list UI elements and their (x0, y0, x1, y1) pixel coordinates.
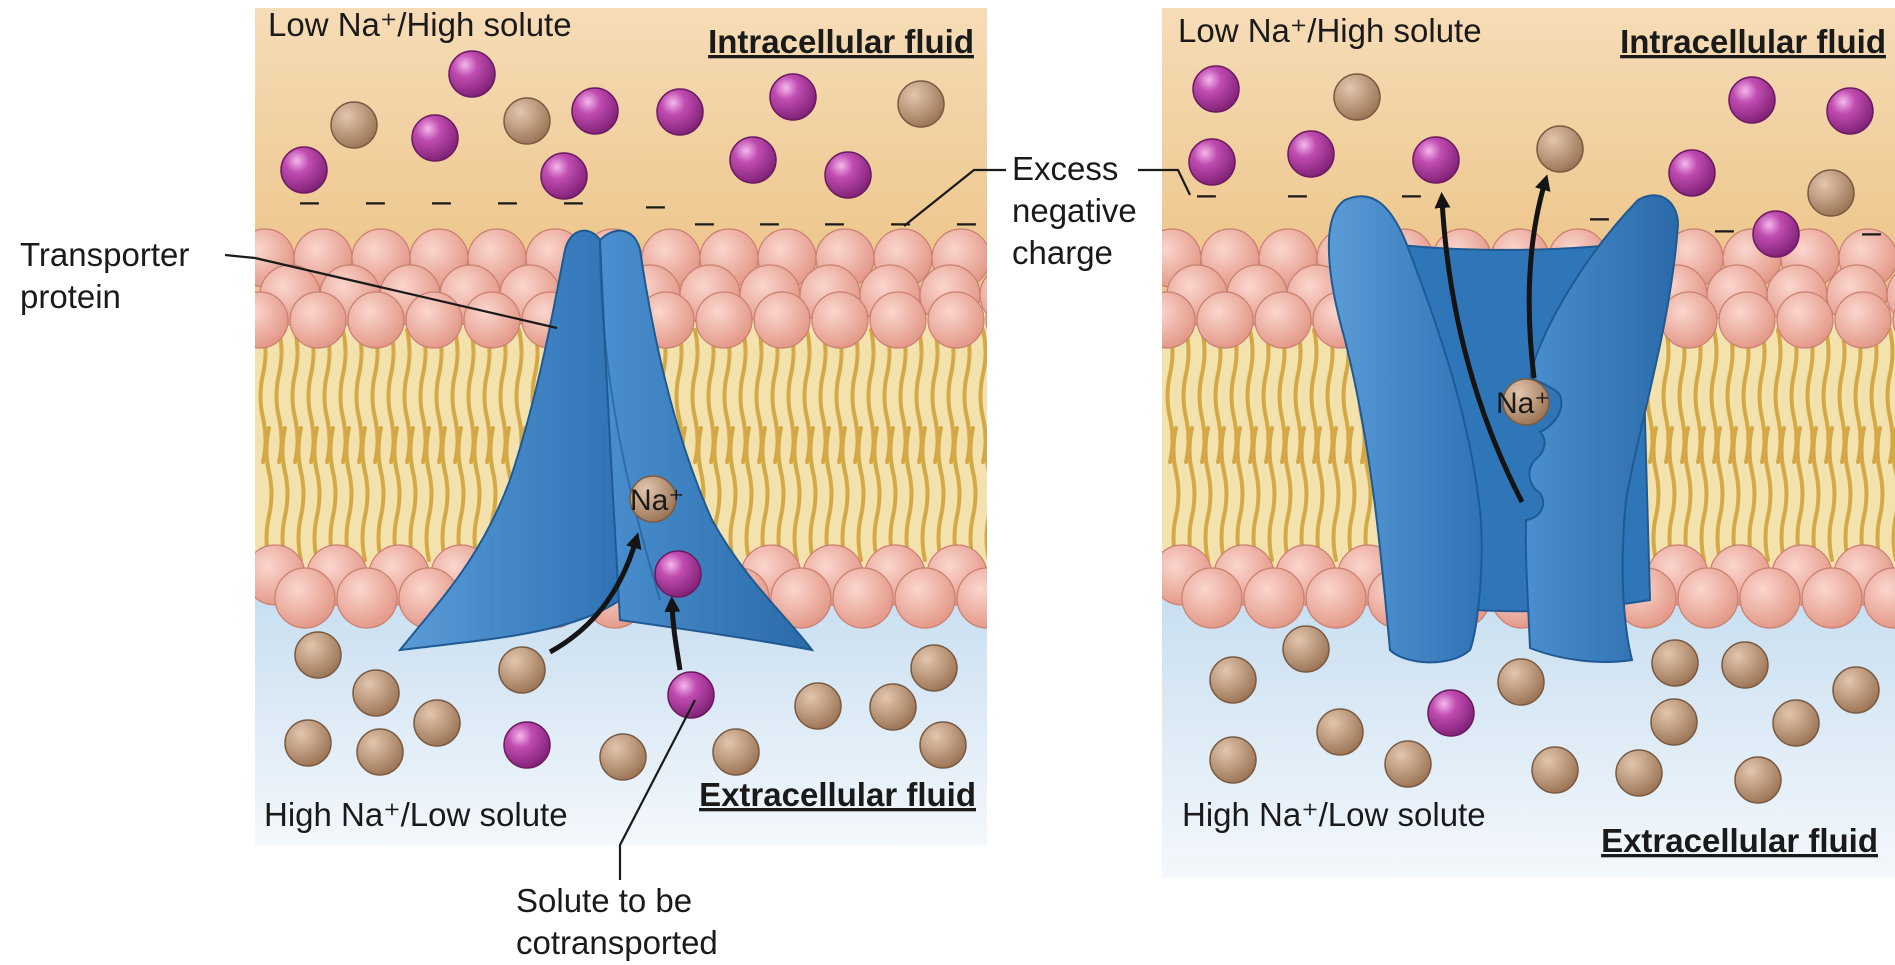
sodium-ion-particle (499, 647, 545, 693)
sodium-ion-particle (1532, 747, 1578, 793)
sodium-ion-particle (795, 683, 841, 729)
solute-particle (281, 147, 327, 193)
panel-1-bottom-left-label: High Na⁺/Low solute (264, 796, 568, 833)
sodium-ion-particle (331, 102, 377, 148)
solute-particle (770, 74, 816, 120)
solute-particle (668, 672, 714, 718)
solute-particle (1189, 139, 1235, 185)
solute-label-line1: Solute to be (516, 882, 692, 919)
negative-charge: – (1862, 213, 1881, 251)
solute-particle (449, 51, 495, 97)
solute-bound (655, 551, 701, 597)
solute-particle (1753, 211, 1799, 257)
panel-2-intracellular-label: Intracellular fluid (1620, 23, 1886, 60)
panel-2-bottom-left-label: High Na⁺/Low solute (1182, 796, 1486, 833)
sodium-ion-particle (920, 722, 966, 768)
panel-1-extracellular-label: Extracellular fluid (699, 776, 976, 813)
solute-particle (1669, 150, 1715, 196)
solute-particle (730, 137, 776, 183)
negative-charge: – (1715, 210, 1734, 248)
sodium-ion-particle (870, 684, 916, 730)
transporter-label-line1: Transporter (20, 236, 189, 273)
sodium-ion-particle (1537, 126, 1583, 172)
solute-particle (1288, 131, 1334, 177)
negative-charge: – (760, 203, 779, 241)
sodium-ion-particle (911, 645, 957, 691)
sodium-ion-particle (1651, 699, 1697, 745)
solute-particle (657, 89, 703, 135)
sodium-ion-particle (1773, 700, 1819, 746)
sodium-ion-particle (1334, 74, 1380, 120)
negative-charge: – (646, 186, 665, 224)
panel-right: –––––– Na⁺ Low Na⁺/High solute Intracell… (1139, 8, 1895, 878)
solute-particle (541, 153, 587, 199)
negative-charge: – (1590, 198, 1609, 236)
solute-particle (412, 115, 458, 161)
negative-charge: – (825, 203, 844, 241)
panel-2-top-left-label: Low Na⁺/High solute (1178, 12, 1482, 49)
solute-particle (1729, 77, 1775, 123)
sodium-ion-label: Na⁺ (630, 484, 684, 517)
solute-particle (1413, 137, 1459, 183)
solute-particle (504, 722, 550, 768)
excess-label-line2: negative (1012, 192, 1137, 229)
panel-1-intracellular-label: Intracellular fluid (708, 23, 974, 60)
negative-charge: – (1288, 175, 1307, 213)
sodium-ion-particle (1808, 170, 1854, 216)
sodium-ion-particle (1498, 659, 1544, 705)
sodium-ion-particle (1283, 626, 1329, 672)
sodium-ion-particle (1616, 750, 1662, 796)
excess-label-line3: charge (1012, 234, 1113, 271)
sodium-ion-particle (1735, 757, 1781, 803)
sodium-ion-particle (1652, 640, 1698, 686)
solute-particle (572, 88, 618, 134)
sodium-ion-label: Na⁺ (1496, 387, 1550, 420)
sodium-ion-particle (285, 720, 331, 766)
solute-particle (1193, 66, 1239, 112)
transporter-label-line2: protein (20, 278, 121, 315)
sodium-ion-particle (1317, 709, 1363, 755)
sodium-ion-particle (414, 700, 460, 746)
negative-charge: – (957, 203, 976, 241)
solute-particle (1428, 690, 1474, 736)
solute-label-line2: cotransported (516, 924, 718, 961)
negative-charge: – (366, 182, 385, 220)
sodium-ion-particle (600, 734, 646, 780)
sodium-ion-particle (1722, 642, 1768, 688)
panel-1-top-left-label: Low Na⁺/High solute (268, 6, 572, 43)
sodium-ion-particle (1210, 737, 1256, 783)
panel-left: ––––––––––– Na⁺ Low Na⁺/High solute Intr… (232, 6, 1042, 846)
negative-charge: – (432, 182, 451, 220)
sodium-ion-particle (295, 632, 341, 678)
sodium-ion-particle (353, 670, 399, 716)
negative-charge: – (498, 182, 517, 220)
solute-particle (1827, 88, 1873, 134)
solute-particle (825, 152, 871, 198)
sodium-ion-particle (504, 98, 550, 144)
sodium-ion-particle (1833, 667, 1879, 713)
negative-charge: – (1402, 175, 1421, 213)
sodium-ion-particle (1385, 741, 1431, 787)
sodium-ion-particle (357, 729, 403, 775)
sodium-ion-particle (713, 729, 759, 775)
negative-charge: – (891, 203, 910, 241)
panel-2-extracellular-label: Extracellular fluid (1601, 822, 1878, 859)
excess-label-line1: Excess (1012, 150, 1118, 187)
sodium-ion-particle (1210, 657, 1256, 703)
negative-charge: – (695, 203, 714, 241)
sodium-ion-particle (898, 81, 944, 127)
